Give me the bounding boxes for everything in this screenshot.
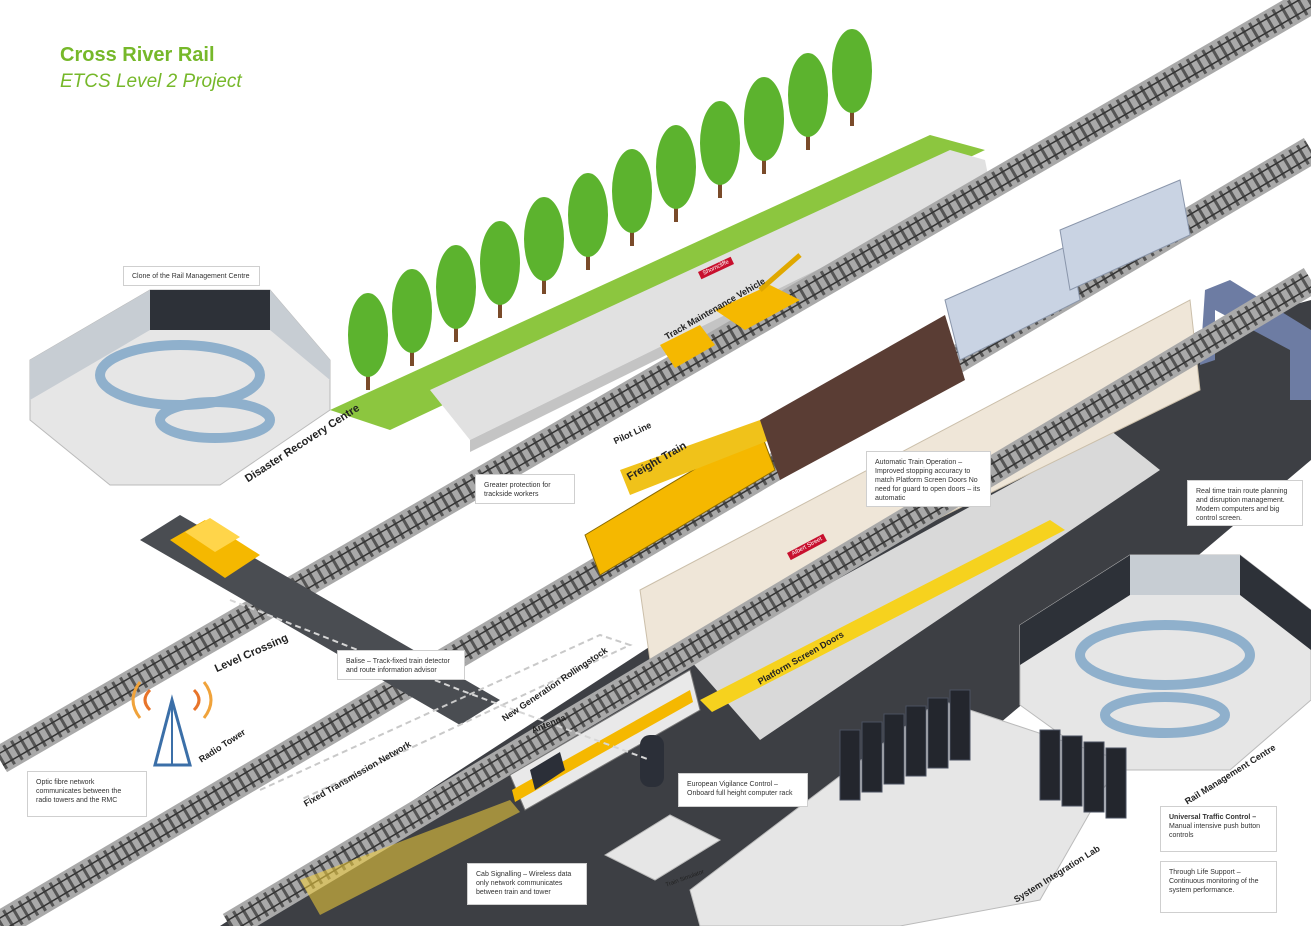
server-rack: [1061, 735, 1083, 807]
server-rack: [905, 705, 927, 777]
platform-strip: [700, 520, 1065, 712]
tree-icon: [480, 221, 520, 305]
freight-train: [584, 179, 1191, 576]
container-wagon-2: [1059, 179, 1191, 291]
track-sleepers: [224, 270, 1311, 926]
tunnel-portal: [1200, 280, 1311, 400]
callout-utc: Universal Traffic Control – Manual inten…: [1160, 806, 1277, 852]
track-maintenance-vehicle: [660, 253, 802, 368]
rail: [2, 6, 1311, 766]
rail: [0, 0, 1301, 754]
tree-icon: [524, 197, 564, 281]
rail: [226, 274, 1309, 922]
server-rack: [949, 689, 971, 761]
server-rack: [883, 713, 905, 785]
tree-icon: [568, 173, 608, 257]
tree-row: [348, 29, 872, 390]
new-generation-rollingstock: [509, 669, 701, 811]
page-title: Cross River Rail: [60, 44, 215, 66]
rail-management-centre-room: [1019, 554, 1311, 771]
callout-ato: Automatic Train Operation – Improved sto…: [866, 451, 991, 507]
tree-icon: [700, 101, 740, 185]
callout-balise: Balise – Track-fixed train detector and …: [337, 650, 465, 680]
disaster-recovery-centre-room: [29, 289, 331, 486]
optic-fibre-line: [229, 599, 651, 761]
tree-icon: [832, 29, 872, 113]
server-rack: [1083, 741, 1105, 813]
server-rack: [1105, 747, 1127, 819]
tree-icon: [392, 269, 432, 353]
system-integration-lab: [689, 689, 1127, 926]
tree-icon: [744, 77, 784, 161]
callout-clone-rmc: Clone of the Rail Management Centre: [123, 266, 260, 286]
callout-utc-body: Manual intensive push button controls: [1169, 823, 1261, 839]
track-sleepers: [0, 0, 1311, 770]
taxi: [170, 518, 260, 578]
callout-optic-fibre: Optic fibre network communicates between…: [27, 771, 147, 817]
tree-icon: [348, 293, 388, 377]
callout-greater-protection: Greater protection for trackside workers: [475, 474, 575, 504]
server-rack: [839, 729, 861, 801]
train-simulator-platform: [603, 735, 722, 881]
tree-icon: [612, 149, 652, 233]
server-rack: [927, 697, 949, 769]
callout-utc-title: Universal Traffic Control –: [1169, 814, 1257, 821]
page-subtitle: ETCS Level 2 Project: [60, 71, 242, 92]
tree-icon: [436, 245, 476, 329]
pilot-platform: [430, 150, 990, 440]
callout-tls: Through Life Support – Continuous monito…: [1160, 861, 1277, 913]
rail: [8, 156, 1311, 926]
server-rack: [1039, 729, 1061, 801]
tree-icon: [788, 53, 828, 137]
tree-icon: [656, 125, 696, 209]
radio-tower-icon: [131, 681, 213, 767]
container-wagon-1: [944, 244, 1081, 361]
cab-signal-beam: [300, 800, 520, 915]
callout-realtime: Real time train route planning and disru…: [1187, 480, 1303, 526]
server-rack: [861, 721, 883, 793]
callout-evc: European Vigilance Control – Onboard ful…: [678, 773, 808, 807]
callout-cab-signalling: Cab Signalling – Wireless data only netw…: [467, 863, 587, 905]
boxcar: [760, 315, 965, 480]
rail: [240, 286, 1311, 926]
grass-strip: [330, 135, 985, 430]
